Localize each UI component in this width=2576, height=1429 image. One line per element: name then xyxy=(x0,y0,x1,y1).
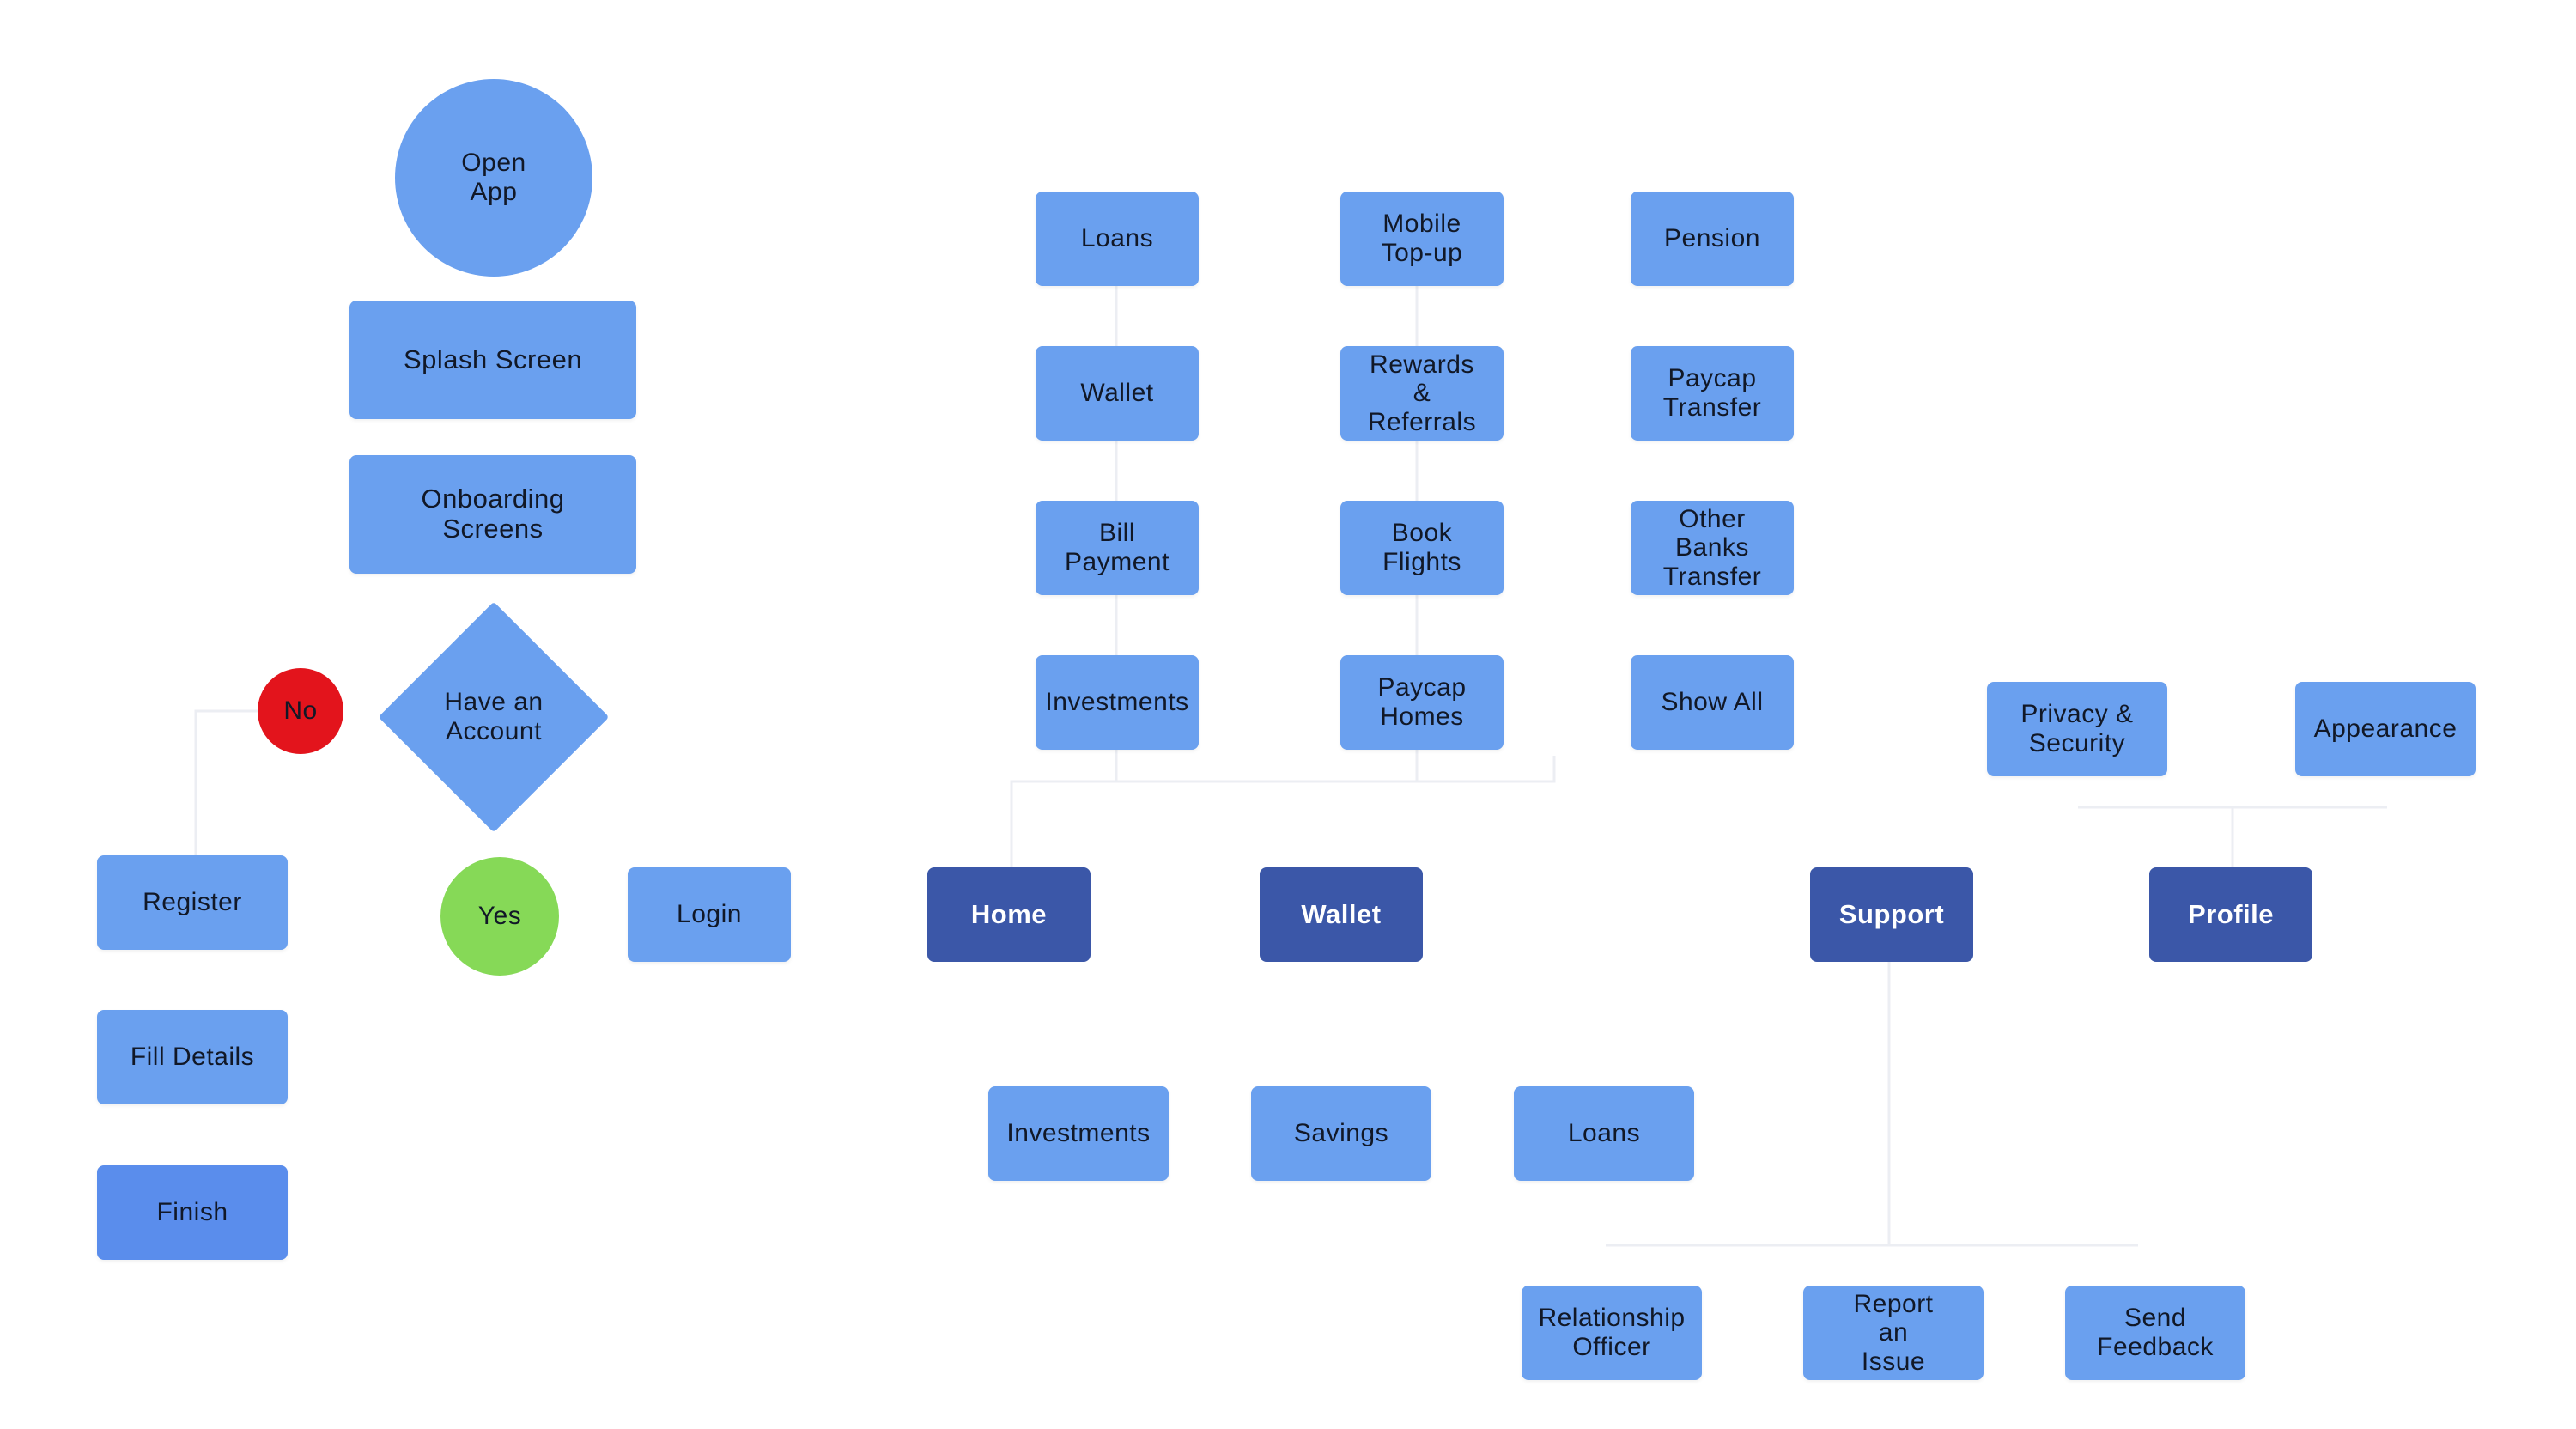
home-tab-label: Home xyxy=(970,898,1048,929)
open-app-label: Open App xyxy=(461,149,526,206)
wallet-investments-label: Investments xyxy=(1006,1119,1151,1148)
home-other-banks-node[interactable]: Other Banks Transfer xyxy=(1631,501,1794,595)
home-loans-label: Loans xyxy=(1080,224,1154,253)
onboarding-screens-label: Onboarding Screens xyxy=(421,483,565,544)
connector-profile-tree xyxy=(2078,806,2387,867)
profile-tab-node[interactable]: Profile xyxy=(2149,867,2312,962)
home-paycap-homes-label: Paycap Homes xyxy=(1377,673,1467,731)
wallet-investments-node[interactable]: Investments xyxy=(988,1086,1169,1181)
home-paycap-transfer-label: Paycap Transfer xyxy=(1662,364,1762,422)
wallet-tab-node[interactable]: Wallet xyxy=(1260,867,1423,962)
register-label: Register xyxy=(143,888,242,917)
support-tab-node[interactable]: Support xyxy=(1810,867,1973,962)
home-paycap-homes-node[interactable]: Paycap Homes xyxy=(1340,655,1504,750)
support-send-feedback-node[interactable]: Send Feedback xyxy=(2065,1286,2245,1380)
wallet-savings-label: Savings xyxy=(1293,1119,1389,1148)
yes-label: Yes xyxy=(477,902,522,931)
login-label: Login xyxy=(677,900,742,929)
home-book-flights-node[interactable]: Book Flights xyxy=(1340,501,1504,595)
home-book-flights-label: Book Flights xyxy=(1382,519,1461,576)
home-paycap-transfer-node[interactable]: Paycap Transfer xyxy=(1631,346,1794,441)
connector-no-to-register xyxy=(194,709,258,855)
home-show-all-node[interactable]: Show All xyxy=(1631,655,1794,750)
login-node[interactable]: Login xyxy=(628,867,791,962)
no-label: No xyxy=(283,696,318,726)
support-send-feedback-label: Send Feedback xyxy=(2097,1304,2214,1361)
home-investments-label: Investments xyxy=(1045,688,1189,717)
home-other-banks-label: Other Banks Transfer xyxy=(1662,504,1762,591)
home-rewards-node[interactable]: Rewards & Referrals xyxy=(1340,346,1504,441)
profile-appearance-node[interactable]: Appearance xyxy=(2295,682,2476,776)
home-rewards-label: Rewards & Referrals xyxy=(1367,350,1477,436)
home-wallet-node[interactable]: Wallet xyxy=(1036,346,1199,441)
support-tab-label: Support xyxy=(1838,898,1945,929)
home-pension-node[interactable]: Pension xyxy=(1631,192,1794,286)
finish-label: Finish xyxy=(156,1198,228,1227)
home-show-all-label: Show All xyxy=(1661,688,1764,717)
connector-support-tree xyxy=(1606,962,2138,1247)
home-bill-payment-label: Bill Payment xyxy=(1065,519,1170,576)
have-account-label: Have an Account xyxy=(444,688,544,745)
wallet-loans-label: Loans xyxy=(1567,1119,1641,1148)
home-bill-payment-node[interactable]: Bill Payment xyxy=(1036,501,1199,595)
onboarding-screens-node[interactable]: Onboarding Screens xyxy=(349,455,636,574)
yes-node[interactable]: Yes xyxy=(440,857,559,976)
profile-tab-label: Profile xyxy=(2188,898,2274,929)
support-report-issue-label: Report an Issue xyxy=(1853,1289,1934,1376)
support-relationship-officer-node[interactable]: Relationship Officer xyxy=(1522,1286,1702,1380)
wallet-tab-label: Wallet xyxy=(1301,898,1382,929)
home-mobile-topup-label: Mobile Top-up xyxy=(1381,210,1463,267)
open-app-node[interactable]: Open App xyxy=(395,79,592,277)
support-report-issue-node[interactable]: Report an Issue xyxy=(1803,1286,1984,1380)
home-investments-node[interactable]: Investments xyxy=(1036,655,1199,750)
wallet-loans-node[interactable]: Loans xyxy=(1514,1086,1694,1181)
have-account-decision-node[interactable]: Have an Account xyxy=(378,601,610,833)
profile-appearance-label: Appearance xyxy=(2313,714,2458,744)
home-wallet-label: Wallet xyxy=(1080,379,1154,408)
register-node[interactable]: Register xyxy=(97,855,288,950)
connector-home-tree xyxy=(1010,756,1556,867)
fill-details-label: Fill Details xyxy=(130,1043,255,1072)
no-node[interactable]: No xyxy=(258,668,343,754)
profile-privacy-security-node[interactable]: Privacy & Security xyxy=(1987,682,2167,776)
home-tab-node[interactable]: Home xyxy=(927,867,1091,962)
splash-screen-node[interactable]: Splash Screen xyxy=(349,301,636,419)
home-loans-node[interactable]: Loans xyxy=(1036,192,1199,286)
splash-screen-label: Splash Screen xyxy=(403,344,583,374)
support-relationship-officer-label: Relationship Officer xyxy=(1538,1304,1686,1361)
wallet-savings-node[interactable]: Savings xyxy=(1251,1086,1431,1181)
finish-node[interactable]: Finish xyxy=(97,1165,288,1260)
home-mobile-topup-node[interactable]: Mobile Top-up xyxy=(1340,192,1504,286)
profile-privacy-security-label: Privacy & Security xyxy=(2020,700,2134,757)
fill-details-node[interactable]: Fill Details xyxy=(97,1010,288,1104)
home-pension-label: Pension xyxy=(1664,224,1760,253)
